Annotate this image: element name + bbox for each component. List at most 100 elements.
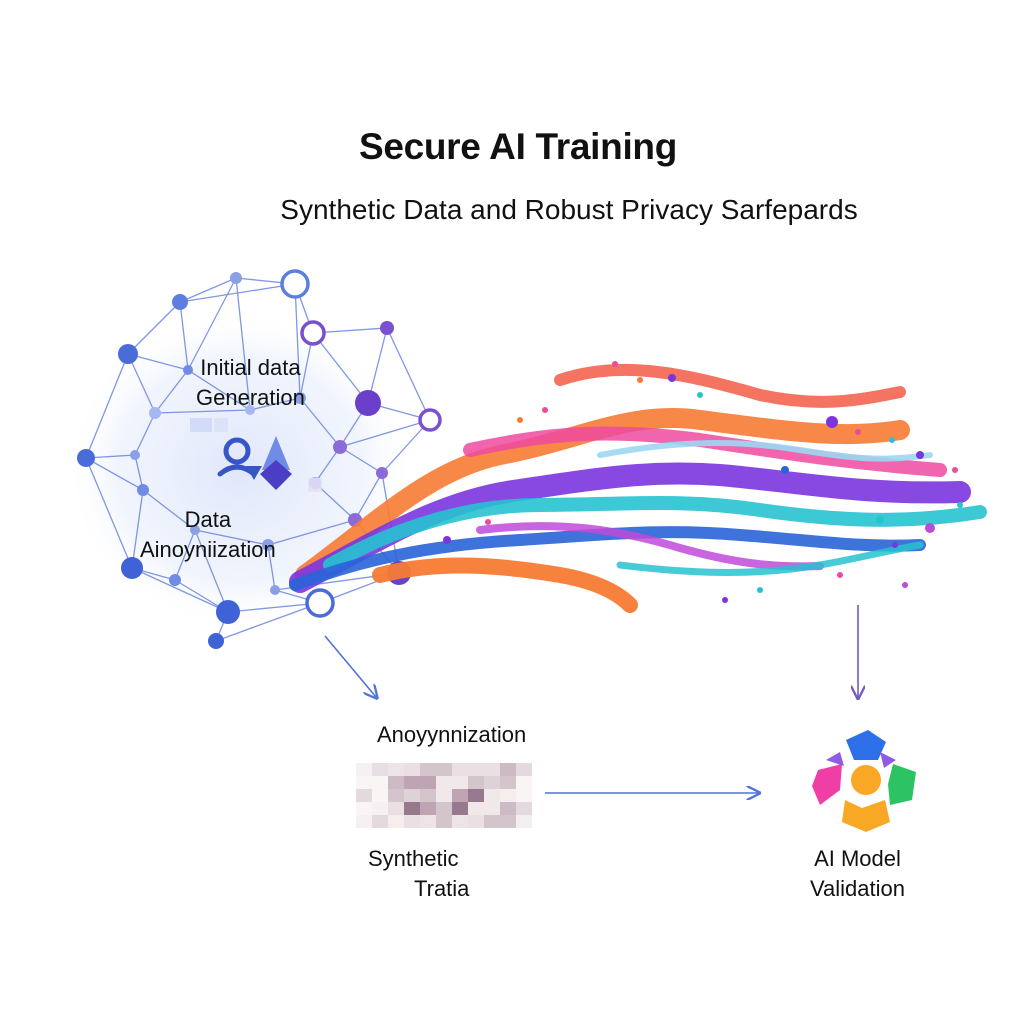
network-edge: [194, 529, 269, 546]
pixel-cell: [388, 789, 404, 802]
data-particle: [952, 467, 958, 473]
data-particle: [722, 597, 728, 603]
pixel-cell: [420, 802, 436, 815]
pixel-cell: [484, 802, 500, 815]
network-node: [137, 484, 149, 496]
label-line: Generation: [196, 385, 305, 410]
pixel-cell: [500, 763, 516, 776]
pixel-cell: [372, 763, 388, 776]
pixel-cell: [436, 789, 452, 802]
label-synthetic-data: Synthetic Tratia: [368, 844, 469, 904]
pixel-cell: [516, 789, 532, 802]
data-stream: [289, 363, 987, 613]
diagram-subtitle: Synthetic Data and Robust Privacy Sarfep…: [280, 194, 858, 225]
network-edge: [299, 397, 341, 448]
data-particle: [781, 466, 789, 474]
pixel-cell: [372, 776, 388, 789]
pixel-cell: [484, 789, 500, 802]
network-edge: [179, 277, 237, 303]
pixel-cell: [436, 776, 452, 789]
label-line: Data: [184, 507, 232, 532]
pixel-cell: [356, 789, 372, 802]
network-node: [118, 344, 138, 364]
network-node: [294, 392, 306, 404]
network-edge: [174, 529, 196, 581]
network-node: [208, 633, 224, 649]
data-particle: [889, 437, 895, 443]
pixel-cell: [372, 789, 388, 802]
pixel-cell: [516, 815, 532, 828]
label-line: Validation: [810, 876, 905, 901]
label-line: AI Model: [814, 846, 901, 871]
pixel-block: [190, 418, 212, 432]
pixel-cell: [484, 776, 500, 789]
user-group-icon: [217, 437, 262, 480]
pixel-cell: [468, 789, 484, 802]
network-node: [270, 585, 280, 595]
label-line: Tratia: [414, 876, 470, 901]
network-node: [183, 365, 193, 375]
data-particle: [757, 587, 763, 593]
data-particle: [957, 502, 963, 508]
data-particle: [876, 516, 884, 524]
label-line: Initial data: [200, 355, 301, 380]
pixel-cell: [404, 815, 420, 828]
network-edge: [179, 301, 189, 371]
pixel-cell: [420, 763, 436, 776]
network-edge: [187, 277, 237, 371]
pixel-cell: [500, 802, 516, 815]
pixel-cell: [356, 776, 372, 789]
network-edge: [194, 529, 229, 613]
label-ai-model-validation: AI Model Validation: [810, 844, 905, 904]
network-edge: [249, 397, 301, 411]
pixel-cell: [388, 815, 404, 828]
network-edge: [85, 353, 129, 459]
data-particle: [668, 374, 676, 382]
pixel-cell: [484, 763, 500, 776]
network-edge: [312, 332, 369, 404]
data-particle: [637, 377, 643, 383]
pixel-cell: [420, 776, 436, 789]
shield-diamond-icon: [260, 436, 292, 490]
pixel-cell: [468, 763, 484, 776]
data-particle: [612, 361, 618, 367]
network-node: [130, 450, 140, 460]
network-edge: [131, 489, 144, 569]
label-data-anonymization: Data Ainoyniization: [140, 505, 276, 565]
network-node: [190, 525, 200, 535]
network-edge: [339, 419, 431, 448]
pixel-cell: [452, 815, 468, 828]
data-particle: [855, 429, 861, 435]
network-node: [376, 467, 388, 479]
network-edge: [142, 489, 196, 531]
data-particle: [517, 417, 523, 423]
network-node: [355, 390, 381, 416]
network-edge: [294, 283, 301, 399]
network-node: [300, 320, 326, 346]
arrow-to-anonymization: [324, 635, 376, 697]
pixel-cell: [372, 815, 388, 828]
data-particle: [925, 523, 935, 533]
network-edge: [187, 369, 251, 411]
pixel-cell: [452, 789, 468, 802]
pixel-cell: [404, 763, 420, 776]
pixel-cell: [452, 802, 468, 815]
network-edge: [267, 519, 356, 546]
data-particle: [837, 572, 843, 578]
ai-model-icon: [812, 730, 916, 832]
network-edge: [339, 446, 383, 474]
network-edge: [381, 419, 431, 474]
network-node: [169, 574, 181, 586]
pixel-cell: [484, 815, 500, 828]
pixel-cell: [436, 763, 452, 776]
pixel-cell: [388, 776, 404, 789]
pixel-cell: [404, 802, 420, 815]
pixel-cell: [468, 815, 484, 828]
network-edge: [154, 369, 189, 414]
data-particle: [697, 392, 703, 398]
pixel-cell: [500, 789, 516, 802]
network-edge: [134, 412, 156, 456]
pixel-cell: [452, 763, 468, 776]
network-edge: [154, 409, 251, 414]
